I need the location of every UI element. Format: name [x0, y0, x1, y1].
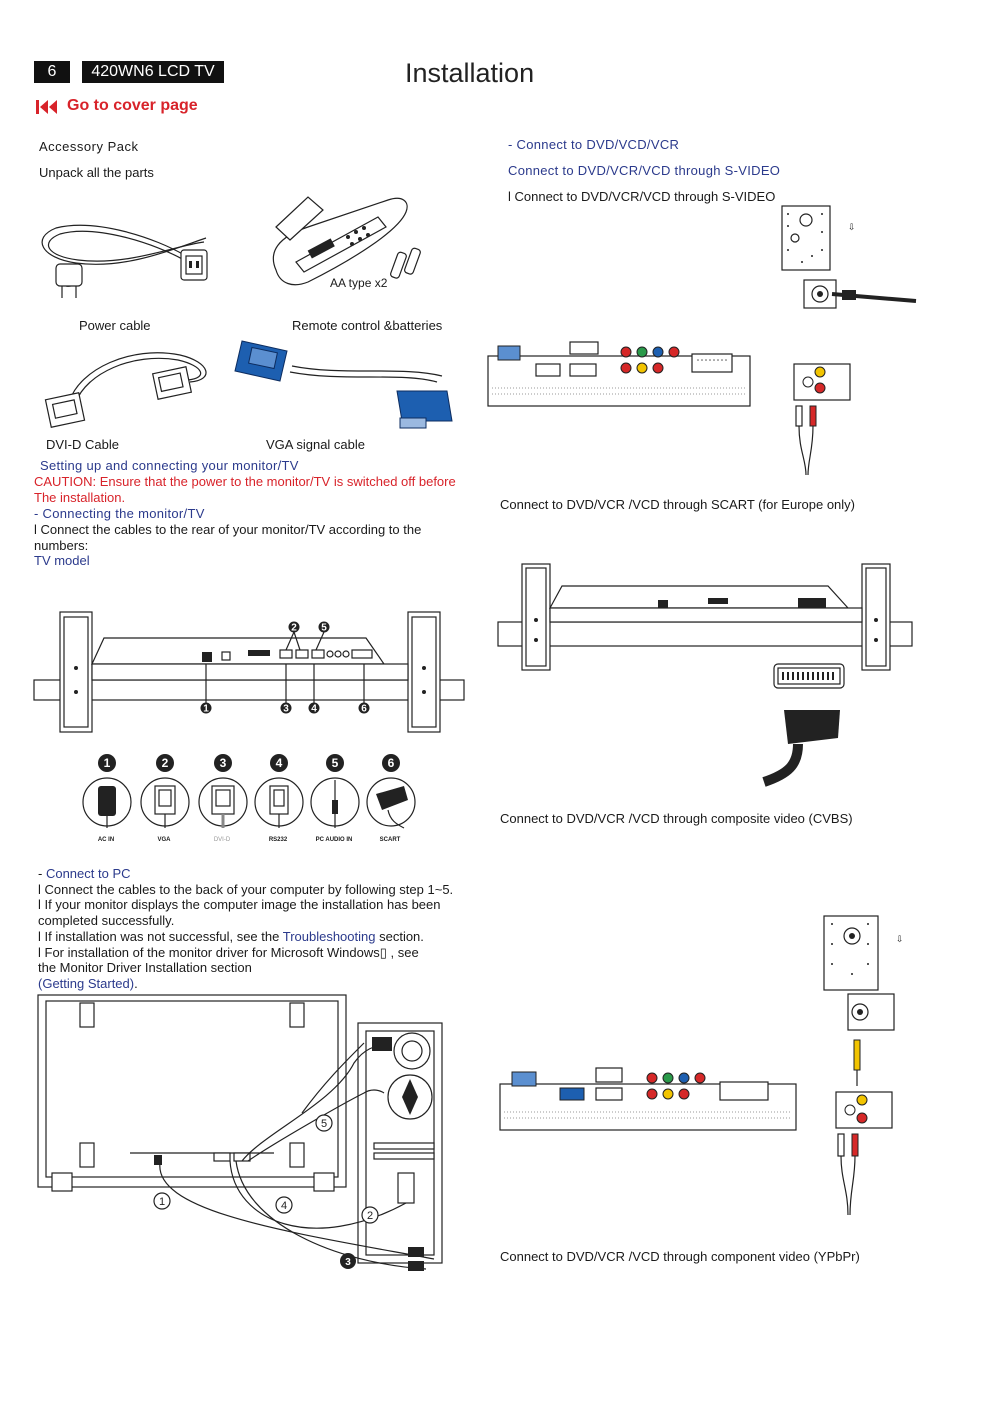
pc-line-6: the Monitor Driver Installation section — [38, 960, 252, 975]
panel-marker-1 — [200, 702, 212, 714]
panel-marker-2 — [288, 621, 300, 633]
connector-6: 6 SCART — [362, 754, 418, 849]
connector-1-label: AC IN — [97, 837, 115, 843]
panel-marker-4-label: 4 — [311, 704, 317, 715]
page-title: Installation — [405, 58, 535, 88]
aa-battery-label: AA type x2 — [330, 276, 388, 290]
pc-step-2-label: 2 — [367, 1210, 373, 1222]
connector-3-label: DVI-D — [213, 837, 231, 843]
troubleshooting-link[interactable]: Troubleshooting — [282, 929, 376, 944]
rca-cable-top — [793, 363, 851, 476]
cover-link-label: Go to cover page — [67, 97, 198, 114]
connector-2-label: VGA — [157, 837, 171, 843]
pc-line-3: completed successfully. — [38, 913, 175, 928]
panel-marker-2-label: 2 — [291, 623, 297, 634]
cvbs-device-panel: ⇩ — [823, 915, 904, 1031]
setup-heading: Setting up and connecting your monitor/T… — [40, 458, 299, 473]
connecting-heading: - Connecting the monitor/TV — [34, 506, 205, 521]
connector-1-badge: 1 — [98, 754, 116, 772]
panel-marker-1-label: 1 — [203, 704, 209, 715]
getting-started-link[interactable]: (Getting Started) — [38, 976, 135, 991]
vga-cable-illustration — [234, 340, 453, 429]
connector-4-badge: 4 — [270, 754, 288, 772]
panel-marker-5-label: 5 — [321, 623, 327, 634]
cvbs-caption: Connect to DVD/VCR /VCD through composit… — [500, 811, 853, 826]
connector-5: 5 PC AUDIO IN — [306, 754, 362, 849]
panel-marker-4 — [308, 702, 320, 714]
rear-input-panel-top — [487, 341, 751, 407]
pc-heading: - Connect to PC — [38, 866, 131, 882]
rca-cable-bottom — [835, 1039, 893, 1216]
connector-6-label: SCART — [379, 837, 401, 843]
vga-caption: VGA signal cable — [266, 437, 366, 452]
caution-line-1: CAUTION: Ensure that the power to the mo… — [34, 474, 456, 489]
svg-text:⇩: ⇩ — [896, 935, 904, 945]
tv-model-label: TV model — [34, 553, 90, 568]
dvd-heading: - Connect to DVD/VCD/VCR — [508, 137, 680, 152]
panel-marker-3 — [280, 702, 292, 714]
ac-in-plug-icon — [82, 777, 132, 828]
audio-jack-icon — [310, 777, 360, 828]
connector-5-label: PC AUDIO IN — [315, 837, 353, 843]
scart-caption: Connect to DVD/VCR /VCD through SCART (f… — [500, 497, 855, 512]
accessory-heading: Accessory Pack — [39, 139, 139, 154]
pc-line-4-start: l If installation was not successful, se… — [38, 929, 283, 944]
skip-back-icon — [36, 100, 58, 114]
svideo-step: l Connect to DVD/VCR/VCD through S-VIDEO — [508, 189, 776, 204]
panel-marker-5 — [318, 621, 330, 633]
connector-1: 1 AC IN — [78, 754, 134, 849]
connector-3: 3 DVI-D — [194, 754, 250, 849]
tv-rear-panel-diagram: 1 2 3 4 5 6 — [33, 611, 465, 733]
pc-step-3-label: 3 — [345, 1257, 351, 1268]
connect-step-2: numbers: — [34, 538, 89, 553]
power-cable-caption: Power cable — [79, 318, 151, 333]
remote-caption: Remote control &batteries — [292, 318, 443, 333]
pc-line-5: l For installation of the monitor driver… — [38, 945, 419, 960]
connector-2-badge: 2 — [156, 754, 174, 772]
pc-line-7-end: . — [134, 976, 138, 991]
model-badge: 420WN6 LCD TV — [82, 61, 224, 83]
panel-marker-3-label: 3 — [283, 704, 289, 715]
pc-step-1-label: 1 — [159, 1196, 165, 1208]
connector-4-label: RS232 — [268, 837, 288, 843]
pc-step-5-label: 5 — [321, 1118, 327, 1130]
svg-text:⇩: ⇩ — [848, 223, 856, 233]
panel-marker-6-label: 6 — [361, 704, 367, 715]
connector-legend: 1 AC IN 2 VGA 3 DVI-D 4 RS232 5 PC AUDIO… — [78, 754, 418, 849]
power-cable-illustration — [41, 224, 208, 298]
svideo-heading: Connect to DVD/VCR/VCD through S-VIDEO — [508, 163, 781, 178]
scart-plug-icon — [366, 777, 416, 829]
ypbpr-caption: Connect to DVD/VCR /VCD through componen… — [500, 1249, 860, 1264]
caution-line-2: The installation. — [34, 490, 126, 505]
pc-line-4: l If installation was not successful, se… — [38, 929, 424, 945]
scart-connection-diagram — [497, 563, 913, 787]
connector-2: 2 VGA — [136, 754, 192, 849]
page-number: 6 — [34, 61, 70, 83]
pc-connection-diagram: 1 2 3 4 5 — [37, 994, 443, 1271]
dvi-cable-illustration — [44, 352, 207, 428]
accessory-sub: Unpack all the parts — [39, 165, 154, 180]
pc-heading-text: Connect to PC — [45, 866, 131, 881]
svideo-device-panel: ⇩ — [781, 205, 917, 309]
pc-line-1: l Connect the cables to the back of your… — [38, 882, 454, 897]
connector-3-badge: 3 — [214, 754, 232, 772]
remote-control-illustration — [272, 196, 421, 286]
rs232-plug-icon — [254, 777, 304, 828]
dvi-caption: DVI-D Cable — [46, 437, 119, 452]
pc-line-2: l If your monitor displays the computer … — [38, 897, 441, 912]
connector-6-badge: 6 — [382, 754, 400, 772]
pc-step-4-label: 4 — [281, 1200, 287, 1212]
connect-step-1: l Connect the cables to the rear of your… — [34, 522, 422, 537]
pc-line-7: (Getting Started). — [38, 976, 138, 992]
connector-5-badge: 5 — [326, 754, 344, 772]
connector-4: 4 RS232 — [250, 754, 306, 849]
pc-line-4-end: section. — [375, 929, 424, 944]
vga-plug-icon — [140, 777, 190, 828]
dvi-plug-icon — [198, 777, 248, 828]
pc-heading-prefix: - — [38, 866, 46, 881]
rear-input-panel-bottom — [499, 1067, 797, 1131]
panel-marker-6 — [358, 702, 370, 714]
